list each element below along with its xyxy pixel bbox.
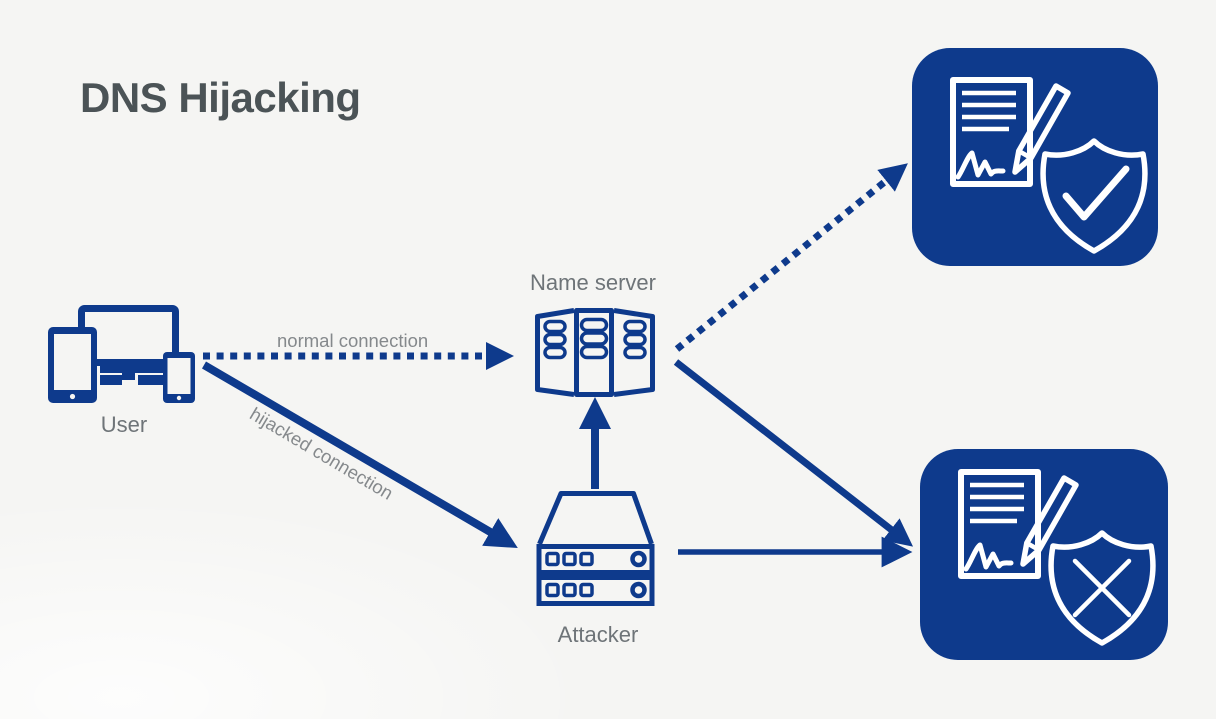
legitimate-site-box [912, 48, 1158, 266]
rack-ports [545, 551, 594, 598]
attacker-label: Attacker [557, 622, 639, 647]
name-server-rack-icon [535, 308, 655, 397]
shield-check-icon [1040, 138, 1148, 254]
hijacked-connection-arrow [201, 361, 518, 549]
page-title: DNS Hijacking [80, 74, 361, 121]
pencil-icon [1020, 475, 1079, 567]
user-label: User [100, 412, 148, 437]
shield-x-icon [1048, 530, 1156, 646]
hijacked-connection-label: hijacked connection [246, 403, 397, 504]
nameserver-to-fake-arrow [673, 359, 914, 547]
name-server-label: Name server [530, 270, 656, 295]
server-slots [543, 317, 647, 360]
signed-document-shield-check-icon [950, 77, 1148, 254]
smartphone-icon [163, 352, 195, 403]
fake-site-box [920, 449, 1168, 660]
normal-connection-label: normal connection [277, 330, 429, 351]
monitor-stand-icon [100, 361, 165, 385]
user-devices-icon [48, 305, 195, 403]
pencil-icon [1012, 83, 1071, 175]
tablet-icon [48, 327, 97, 403]
attacker-server-icon [536, 491, 655, 606]
nameserver-to-legitimate-arrow [674, 163, 908, 352]
signed-document-shield-x-icon [958, 469, 1156, 646]
